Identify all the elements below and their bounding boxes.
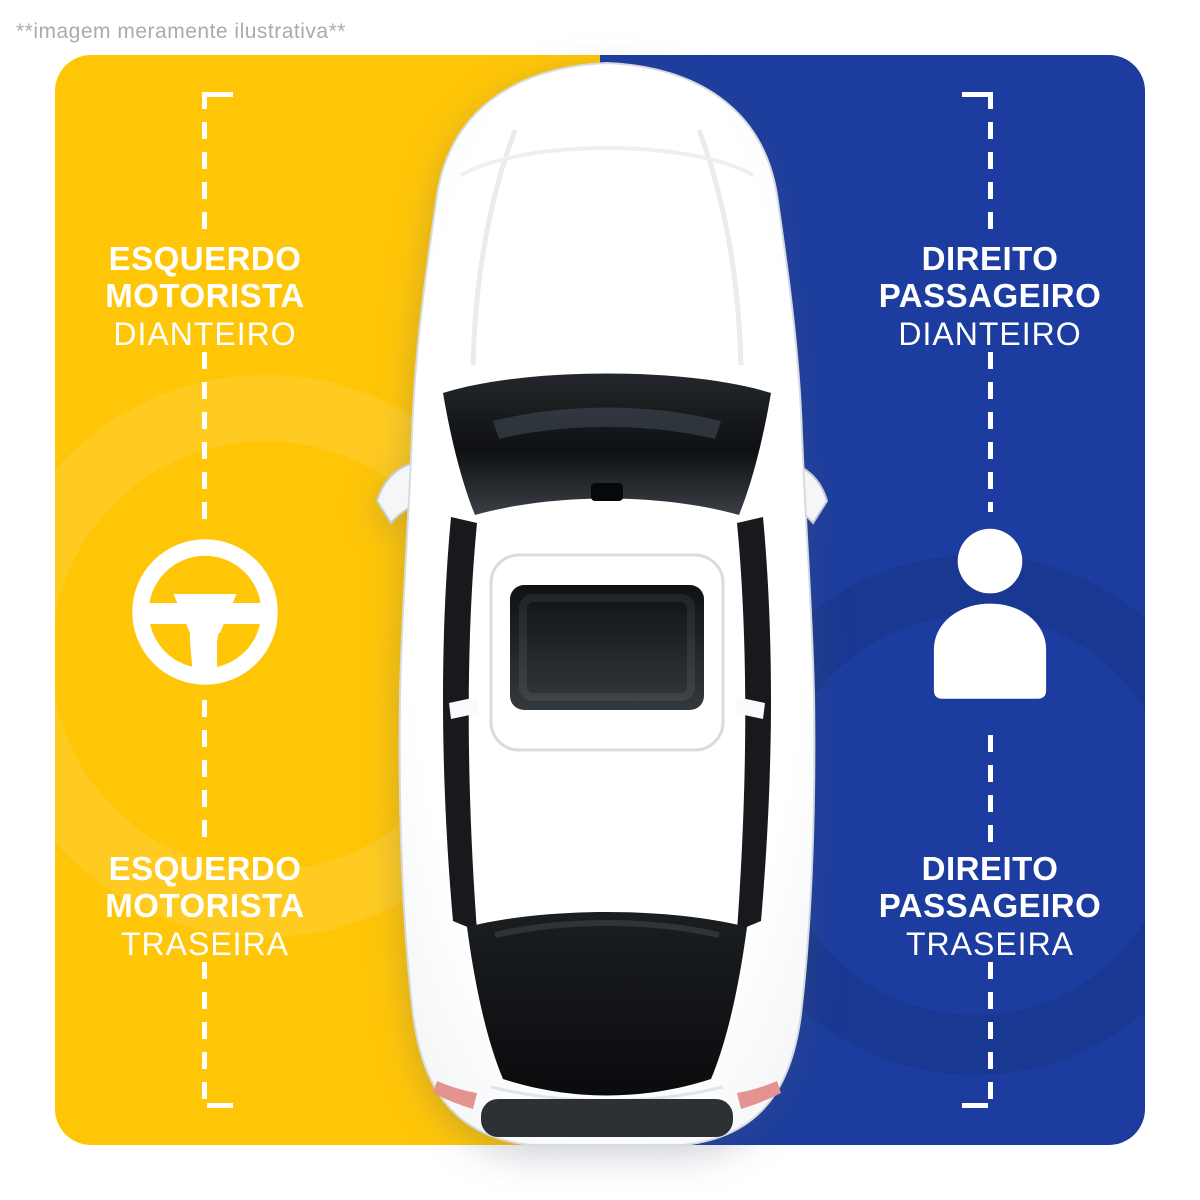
label-rear-left-line3: TRASEIRA: [120, 926, 290, 962]
dashed-line-left-seg4: [202, 962, 207, 1103]
label-front-right-line3: DIANTEIRO: [898, 316, 1082, 352]
dashed-line-right-seg1: [988, 92, 993, 230]
label-front-left: ESQUERDO MOTORISTA DIANTEIRO: [35, 240, 375, 354]
dashed-line-left-top-cap: [207, 92, 233, 97]
label-rear-right-line3: TRASEIRA: [905, 926, 1075, 962]
label-front-left-line2: MOTORISTA: [105, 277, 305, 314]
dashed-line-right-seg3: [988, 735, 993, 845]
label-rear-right: DIREITO PASSAGEIRO TRASEIRA: [820, 850, 1160, 964]
label-front-left-line1: ESQUERDO: [108, 240, 302, 277]
label-front-right-line1: DIREITO: [921, 240, 1059, 277]
dashed-line-left-seg2: [202, 352, 207, 528]
label-front-right-line2: PASSAGEIRO: [878, 277, 1102, 314]
label-rear-right-line2: PASSAGEIRO: [878, 887, 1102, 924]
dashed-line-right-bottom-cap: [962, 1103, 988, 1108]
car-top-view: [365, 55, 840, 1160]
dashed-line-left-seg1: [202, 92, 207, 230]
label-front-left-line3: DIANTEIRO: [113, 316, 297, 352]
label-rear-right-line1: DIREITO: [921, 850, 1059, 887]
disclaimer: **imagem meramente ilustrativa**: [16, 20, 346, 43]
label-rear-left: ESQUERDO MOTORISTA TRASEIRA: [35, 850, 375, 964]
dashed-line-right-top-cap: [962, 92, 988, 97]
dashed-line-right-seg4: [988, 962, 993, 1103]
label-front-right: DIREITO PASSAGEIRO DIANTEIRO: [820, 240, 1160, 354]
label-rear-left-line1: ESQUERDO: [108, 850, 302, 887]
passenger-icon: [905, 518, 1075, 718]
dashed-line-right-seg2: [988, 352, 993, 512]
dashed-line-left-seg3: [202, 700, 207, 848]
dashed-line-left-bottom-cap: [207, 1103, 233, 1108]
steering-wheel-icon: [130, 537, 280, 692]
label-rear-left-line2: MOTORISTA: [105, 887, 305, 924]
